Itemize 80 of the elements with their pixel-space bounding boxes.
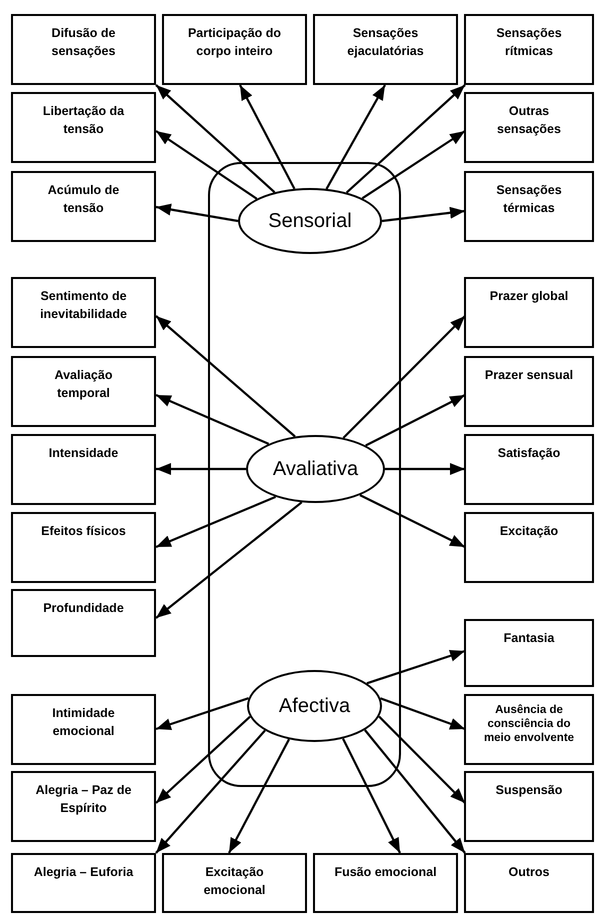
arrow	[156, 697, 249, 730]
item-label: Efeitos físicos	[41, 524, 126, 538]
item-label: Alegria – Paz de Espírito	[36, 783, 132, 816]
item-label: Profundidade	[43, 601, 124, 615]
item-label: Intimidade emocional	[52, 706, 115, 738]
arrow	[380, 697, 466, 730]
item-label: Sensações ejaculatórias	[347, 26, 424, 58]
item-label: Difusão de sensações	[52, 26, 116, 58]
category-title: Avaliativa	[272, 458, 358, 480]
category-box	[464, 356, 594, 427]
item-label: Acúmulo de tensão	[48, 183, 120, 216]
item-label: Fantasia	[504, 631, 554, 645]
arrow	[155, 315, 296, 438]
category-box	[11, 771, 156, 842]
category-box	[464, 619, 594, 687]
category-box	[162, 853, 307, 913]
category-box	[162, 14, 307, 85]
category-box	[313, 853, 458, 913]
item-label: Outras sensações	[497, 104, 561, 136]
arrow	[239, 84, 296, 190]
category-box	[11, 694, 156, 765]
arrow	[155, 130, 258, 200]
arrow	[364, 729, 466, 854]
arrow	[156, 394, 270, 445]
category-box	[464, 694, 594, 765]
item-label: Intensidade	[48, 446, 118, 460]
arrow	[346, 84, 466, 194]
category-box	[11, 14, 156, 85]
item-label: Fusão emocional	[334, 865, 437, 879]
item-label: Sensações rítmicas	[496, 26, 562, 58]
category-box	[11, 277, 156, 348]
arrow	[360, 494, 466, 548]
item-label: Avaliação temporal	[54, 368, 112, 400]
category-box	[464, 171, 594, 242]
arrow	[156, 463, 246, 475]
item-label: Sensações térmicas	[496, 183, 562, 216]
arrow	[342, 315, 466, 439]
arrow	[378, 716, 466, 804]
item-label: Ausência de consciência do meio envolvente	[484, 704, 574, 744]
item-label: Participação do corpo inteiro	[188, 26, 282, 58]
item-label: Libertação da tensão	[42, 104, 124, 136]
item-label: Alegria – Euforia	[34, 865, 134, 879]
arrow	[382, 206, 466, 222]
item-label: Excitação emocional	[204, 865, 266, 898]
arrow	[156, 496, 276, 548]
arrow	[342, 738, 401, 854]
arrow	[365, 394, 466, 446]
category-box	[11, 92, 156, 163]
item-label: Prazer global	[490, 289, 568, 303]
item-label: Excitação	[500, 524, 558, 538]
item-label: Outros	[508, 865, 550, 879]
arrow	[366, 650, 466, 684]
category-box	[464, 434, 594, 505]
category-box	[464, 14, 594, 85]
category-title: Afectiva	[278, 694, 350, 718]
category-box	[464, 512, 594, 583]
category-box	[464, 92, 594, 163]
category-box	[11, 512, 156, 583]
item-label: Suspensão	[496, 783, 562, 797]
item-label: Prazer sensual	[484, 368, 574, 382]
category-box	[313, 14, 458, 85]
category-box	[464, 277, 594, 348]
category-box	[11, 171, 156, 242]
arrow	[326, 84, 386, 190]
category-title: Sensorial	[268, 210, 352, 232]
category-box	[11, 434, 156, 505]
category-box	[464, 853, 594, 913]
item-label: Satisfação	[498, 446, 560, 460]
arrow	[156, 204, 238, 222]
category-box	[11, 356, 156, 427]
category-box	[11, 853, 156, 913]
arrow	[362, 130, 466, 200]
arrow	[155, 84, 276, 194]
arrow	[385, 463, 465, 475]
arrow	[155, 501, 302, 619]
category-box	[464, 771, 594, 842]
item-label: Sentimento de inevitabilidade	[40, 289, 127, 322]
category-box	[11, 589, 156, 657]
arrow	[155, 730, 266, 854]
arrow	[155, 716, 251, 804]
